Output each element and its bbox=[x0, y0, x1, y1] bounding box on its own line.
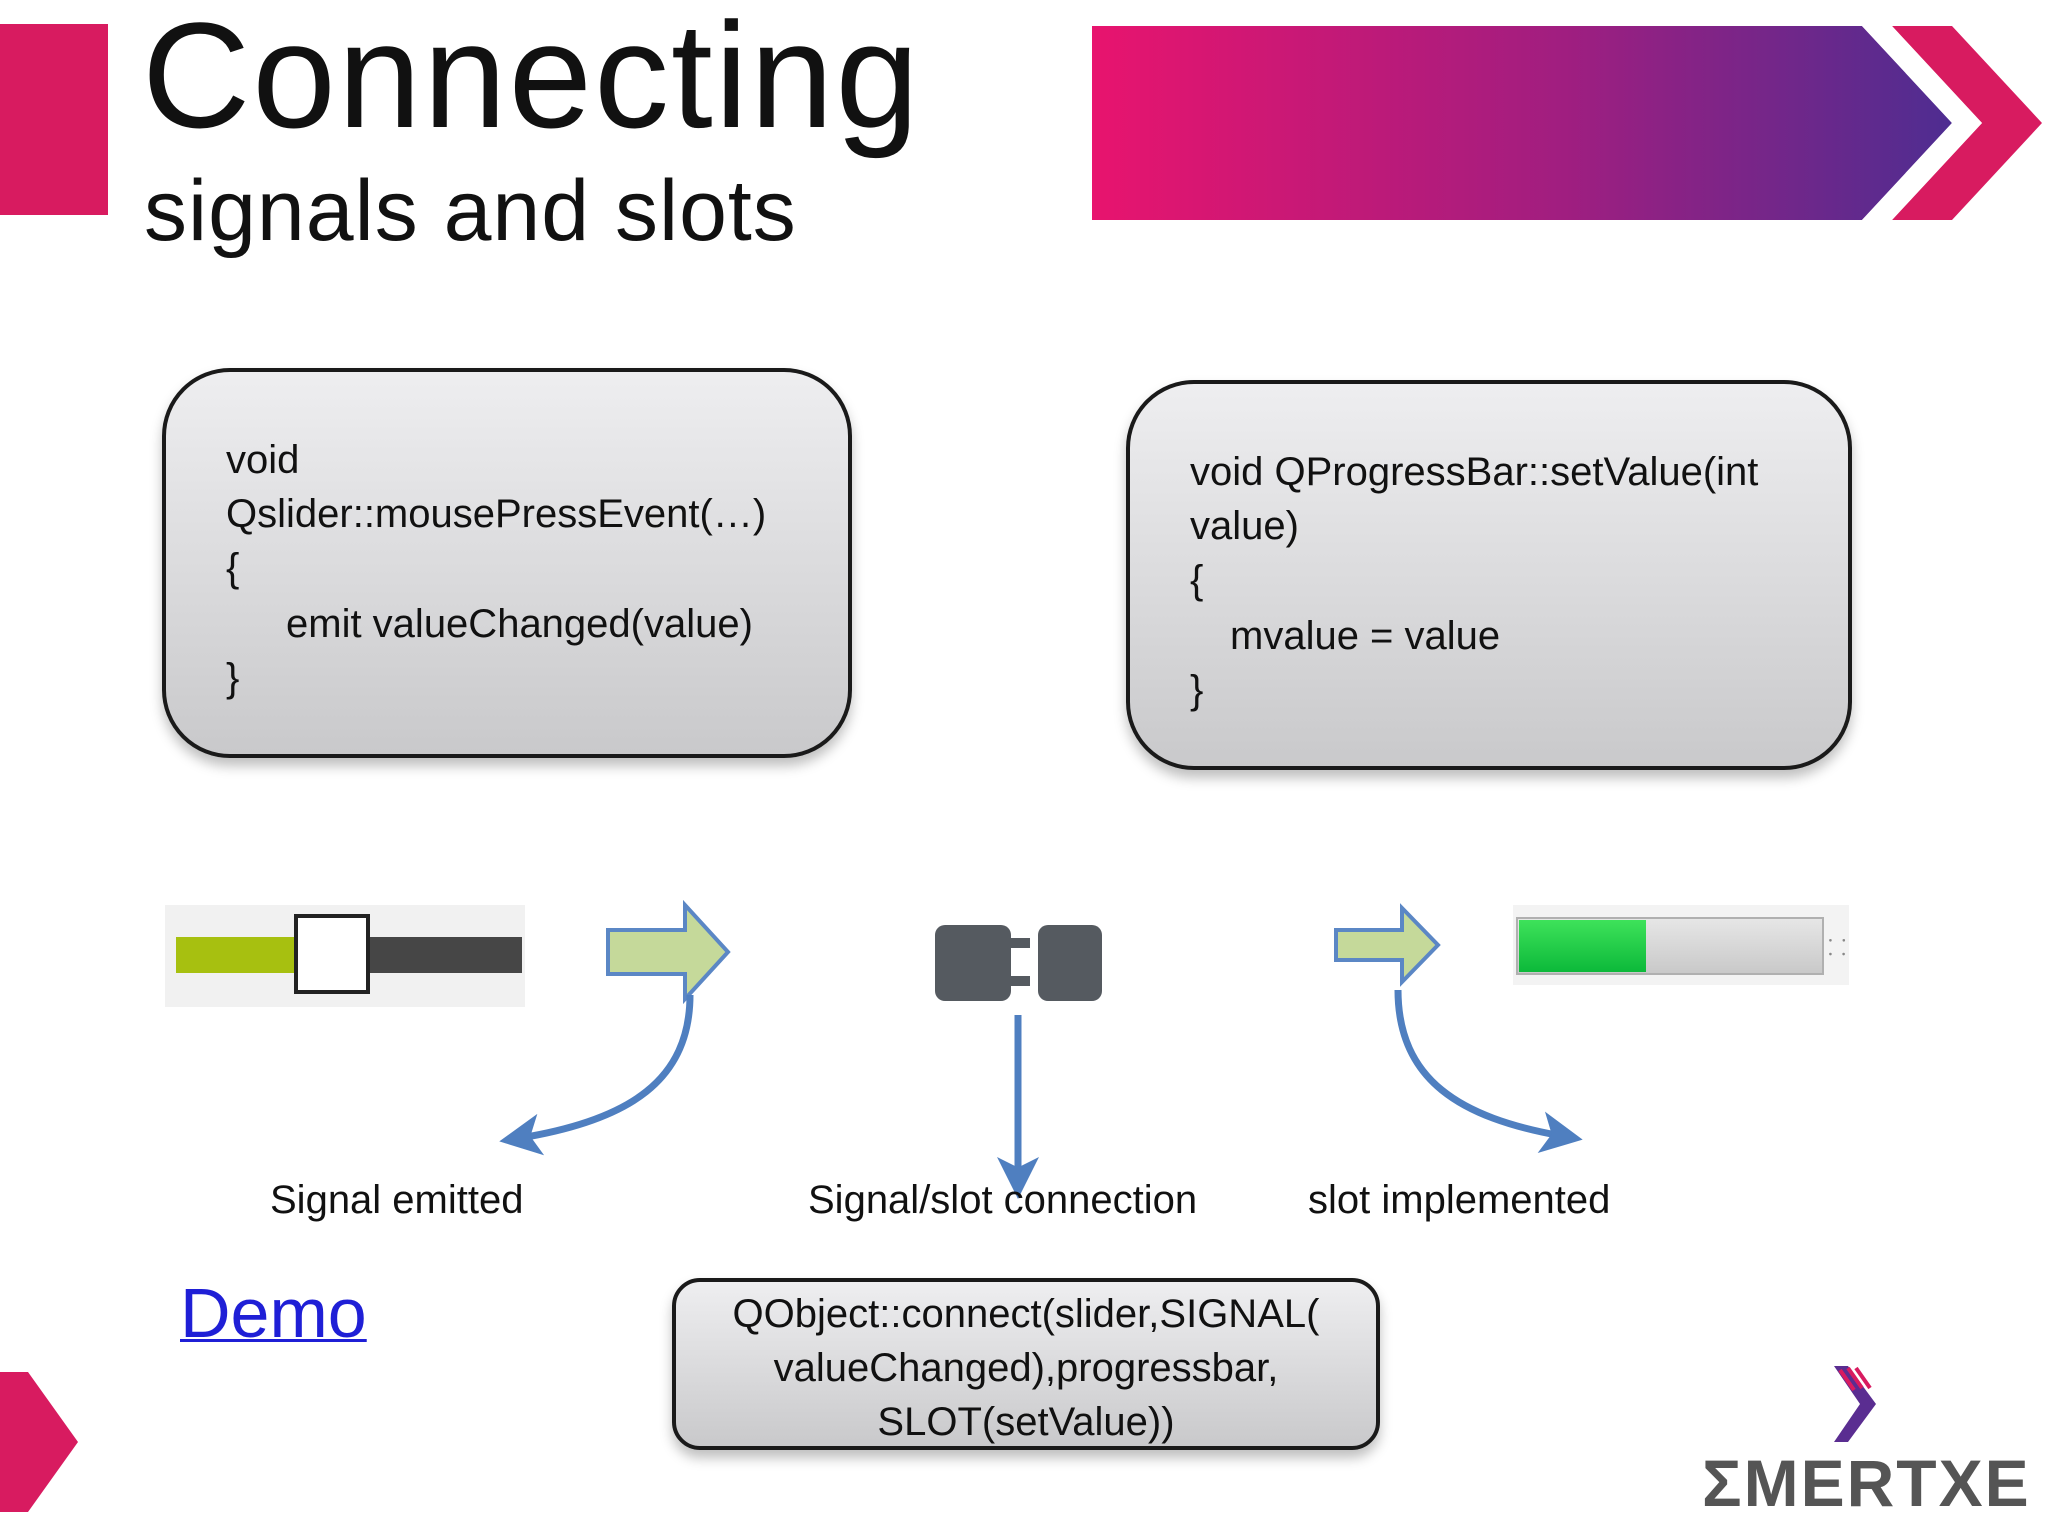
emertxe-logo-mark bbox=[1834, 1366, 1876, 1442]
resize-grip-icon: ⸬ bbox=[1828, 936, 1847, 961]
code-line: void bbox=[226, 438, 300, 482]
plug-icon bbox=[935, 925, 1102, 1001]
header-banner bbox=[1092, 26, 2042, 220]
code-line: emit valueChanged(value) bbox=[286, 602, 753, 646]
curved-arrow-left bbox=[499, 994, 694, 1156]
code-line: mvalue = value bbox=[1230, 614, 1501, 658]
curved-arrow-right bbox=[1394, 989, 1583, 1154]
label-connection: Signal/slot connection bbox=[808, 1178, 1198, 1222]
connect-code-box: QObject::connect(slider,SIGNAL( valueCha… bbox=[672, 1278, 1380, 1450]
slider-filled-track bbox=[176, 937, 296, 973]
code-line: valueChanged),progressbar, bbox=[773, 1346, 1279, 1390]
code-line: SLOT(setValue)) bbox=[877, 1400, 1175, 1444]
slide-title: Connecting bbox=[142, 0, 921, 159]
footer-accent-chevron bbox=[0, 1372, 78, 1512]
label-slot-implemented: slot implemented bbox=[1308, 1178, 1611, 1222]
block-arrow-right-icon bbox=[1334, 903, 1441, 987]
slider-thumb[interactable] bbox=[294, 914, 370, 994]
label-signal-emitted: Signal emitted bbox=[270, 1178, 524, 1222]
slider-empty-track bbox=[370, 937, 522, 973]
code-line: void QProgressBar::setValue(int bbox=[1190, 450, 1759, 494]
code-line: { bbox=[226, 546, 240, 590]
slide-subtitle: signals and slots bbox=[144, 163, 797, 259]
signal-code-box: void Qslider::mousePressEvent(…) { emit … bbox=[162, 368, 852, 758]
header-accent-bar bbox=[0, 24, 108, 215]
code-line: Qslider::mousePressEvent(…) bbox=[226, 492, 767, 536]
demo-link[interactable]: Demo bbox=[180, 1274, 367, 1352]
progress-fill bbox=[1519, 920, 1646, 972]
code-line: } bbox=[226, 656, 240, 700]
code-line: { bbox=[1190, 558, 1204, 602]
block-arrow-right-icon bbox=[606, 899, 731, 1005]
code-line: } bbox=[1190, 668, 1204, 712]
emertxe-logo-text: ƩMERTXE bbox=[1702, 1446, 2031, 1520]
code-line: QObject::connect(slider,SIGNAL( bbox=[732, 1292, 1320, 1336]
slot-code-box: void QProgressBar::setValue(int value) {… bbox=[1126, 380, 1852, 770]
code-line: value) bbox=[1190, 504, 1299, 548]
